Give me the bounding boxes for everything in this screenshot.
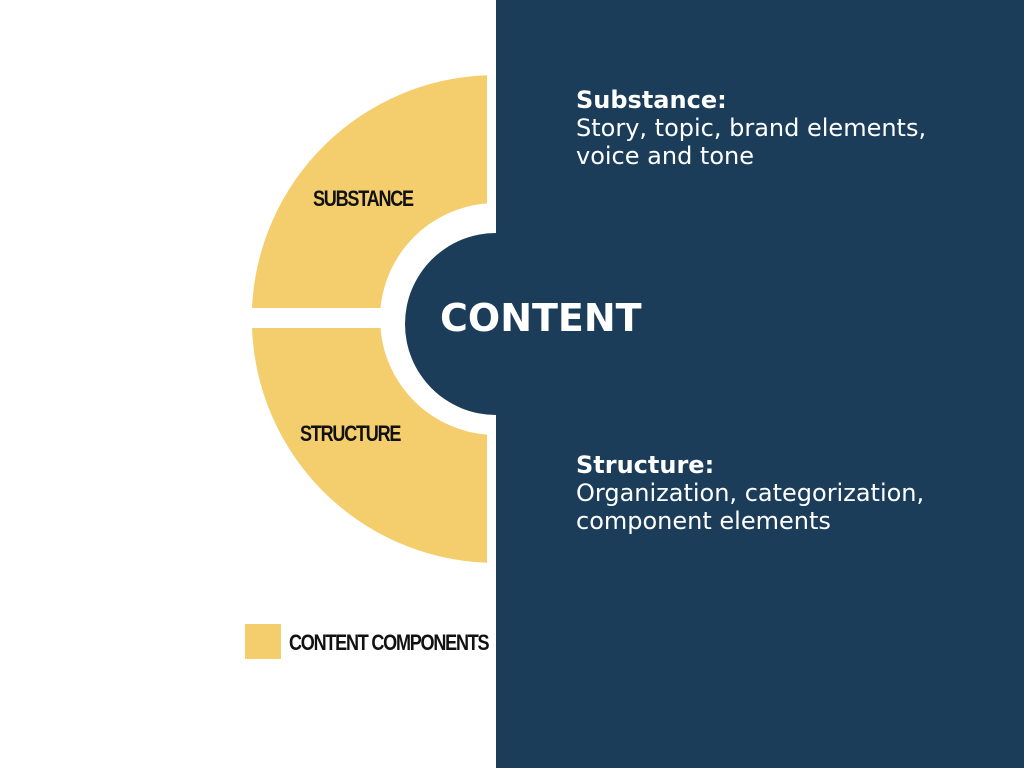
content-label: CONTENT xyxy=(440,296,642,340)
structure-line-2: component elements xyxy=(576,507,831,535)
structure-line-1: Organization, categorization, xyxy=(576,479,925,507)
substance-segment xyxy=(252,75,487,308)
structure-segment xyxy=(252,328,487,563)
content-circle xyxy=(405,233,587,415)
structure-label: STRUCTURE xyxy=(300,421,401,446)
legend-swatch xyxy=(245,624,281,659)
content-panel xyxy=(496,0,1024,768)
legend-label: CONTENT COMPONENTS xyxy=(289,630,490,655)
substance-heading: Substance: xyxy=(576,86,727,114)
substance-line-1: Story, topic, brand elements, xyxy=(576,114,927,142)
structure-heading: Structure: xyxy=(576,451,715,479)
structure-description: Structure: Organization, categorization,… xyxy=(576,451,924,535)
substance-description: Substance: Story, topic, brand elements,… xyxy=(576,86,926,170)
substance-line-2: voice and tone xyxy=(576,142,754,170)
substance-label: SUBSTANCE xyxy=(313,186,414,211)
